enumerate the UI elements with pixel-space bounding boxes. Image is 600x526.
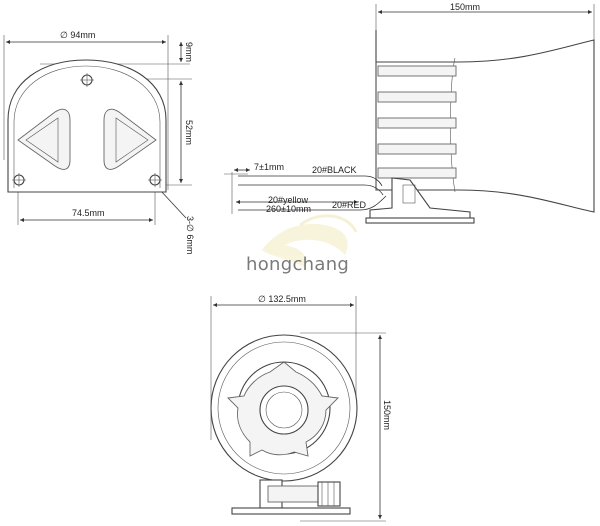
rear-height-label: 150mm (382, 400, 392, 430)
side-length-label: 150mm (450, 2, 480, 12)
watermark-logo (262, 214, 358, 268)
wire-strip-label: 7±1mm (254, 162, 284, 172)
watermark-text: hongchang (246, 254, 349, 275)
front-width-label: ∅ 94mm (60, 30, 95, 40)
front-hole-spacing-label: 74.5mm (72, 208, 105, 218)
front-hole-dia-label: 3-∅ 6mm (185, 216, 195, 254)
front-height-label: 52mm (184, 120, 194, 145)
side-view: 150mm 7±1mm 20#BLACK 20#yellow 260±10mm … (224, 2, 595, 224)
rear-diameter-label: ∅ 132.5mm (258, 294, 306, 304)
wire-red-label: 20#RED (332, 200, 367, 210)
front-top-offset-label: 9mm (184, 42, 194, 62)
wire-length-label: 260±10mm (266, 204, 311, 214)
wire-yellow-label: 20#yellow (268, 195, 309, 205)
rear-view: ∅ 132.5mm 150mm (210, 294, 392, 522)
wire-black-label: 20#BLACK (312, 165, 357, 175)
front-view: ∅ 94mm 9mm 52mm 74.5mm 3-∅ 6mm (3, 30, 195, 254)
